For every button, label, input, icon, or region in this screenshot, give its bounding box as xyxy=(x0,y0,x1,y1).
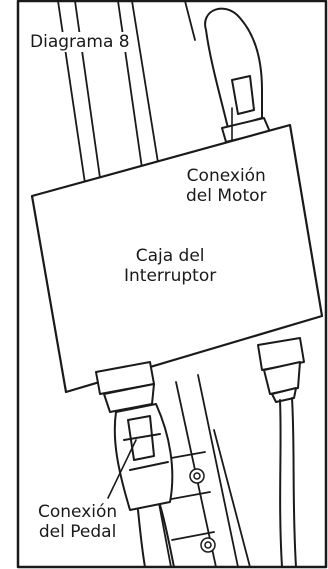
upper-stand xyxy=(57,0,196,191)
motor-connection-line2: del Motor xyxy=(186,186,267,207)
motor-connection-line1: Conexión xyxy=(186,166,266,186)
pedal-connection-line2: del Pedal xyxy=(38,522,117,543)
figure-frame xyxy=(16,0,328,569)
motor-cable-gland xyxy=(257,337,305,568)
switch-box-label: Caja del Interruptor xyxy=(124,246,216,287)
switch-box-line1: Caja del xyxy=(135,246,205,266)
figure-title: Diagrama 8 xyxy=(28,32,132,53)
pedal-leader-line xyxy=(107,439,137,499)
pedal-connection-label: Conexión del Pedal xyxy=(38,502,117,543)
motor-connection-label: Conexión del Motor xyxy=(186,166,267,207)
switch-box-line2: Interruptor xyxy=(124,266,217,287)
pedal-plug xyxy=(95,361,175,568)
rail-screws xyxy=(189,468,216,553)
pedal-connection-line1: Conexión xyxy=(38,502,118,522)
switch-box xyxy=(30,123,324,394)
